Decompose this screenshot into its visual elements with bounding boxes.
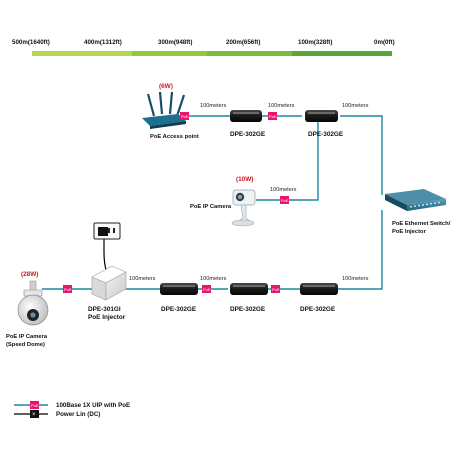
ip-camera-icon [231, 189, 256, 227]
top-segment-3-distance: 100meters [342, 103, 369, 109]
bottom-extender-3: DPE-302GE [300, 283, 338, 313]
injector-label-line2: PoE Injector [88, 314, 126, 321]
ruler-label-100m: 100m(328ft) [298, 39, 332, 46]
legend-power-label: Power Lin (DC) [56, 411, 100, 418]
ip-camera-label: PoE IP Camera [190, 204, 232, 210]
bottom-extender-3-label: DPE-302GE [300, 306, 336, 313]
ruler-bar-segment-3 [207, 51, 292, 56]
distance-ruler: 500m(1640ft) 400m(1312ft) 300m(948ft) 20… [12, 39, 395, 56]
ethernet-cables [42, 115, 383, 290]
wall-outlet [93, 222, 121, 240]
ip-camera: (10W) 100meters PoE IP Camera [190, 176, 297, 227]
ip-camera-power-label: (10W) [236, 176, 253, 183]
top-extender-1: DPE-302GE [230, 110, 266, 138]
ruler-bar-segment-4 [292, 51, 392, 56]
legend-ethernet: PoE 100Base 1X UIP with PoE [14, 401, 130, 409]
cable-camera-to-top-chain [256, 116, 319, 201]
power-adapter-icon [98, 227, 108, 236]
bottom-extender-2-label: DPE-302GE [230, 306, 266, 313]
poe-tags: PoE PoE PoE PoE PoE PoE [63, 112, 289, 293]
ap-label: PoE Access point [150, 134, 199, 140]
power-cord [103, 236, 107, 271]
legend-ethernet-label: 100Base 1X UIP with PoE [56, 402, 130, 409]
bottom-extender-1: DPE-302GE [160, 283, 198, 313]
switch-label-line2: PoE Injector [392, 229, 427, 235]
ruler-bar-segment-1 [32, 51, 132, 56]
top-segment-1-distance: 100meters [200, 103, 227, 109]
dome-power-label: (28W) [21, 271, 38, 278]
ruler-label-400m: 400m(1312ft) [84, 39, 122, 46]
ruler-bar-segment-2 [132, 51, 207, 56]
cable-ext2-to-switch [340, 115, 383, 195]
bottom-segment-3-distance: 100meters [342, 276, 369, 282]
legend-power-cross-icon: × [32, 412, 36, 418]
legend: PoE 100Base 1X UIP with PoE × Power Lin … [14, 401, 130, 418]
ap-power-label: (6W) [159, 83, 173, 90]
injector-label-line1: DPE-301GI [88, 306, 121, 313]
top-extender-2: DPE-302GE [305, 110, 344, 138]
legend-power: × Power Lin (DC) [14, 410, 100, 418]
injector-icon [91, 265, 127, 301]
poe-tag-dome: PoE [63, 285, 72, 293]
svg-text:PoE: PoE [281, 198, 289, 203]
switch-icon [385, 189, 446, 211]
ruler-label-500m: 500m(1640ft) [12, 39, 50, 46]
bottom-extender-2: DPE-302GE [230, 283, 268, 313]
svg-text:PoE: PoE [272, 287, 280, 292]
svg-text:PoE: PoE [64, 287, 72, 292]
switch-label-line1: PoE Ethernet Switch/ [392, 221, 451, 227]
bottom-segment-1-distance: 100meters [129, 276, 156, 282]
dome-label-line2: (Speed Dome) [6, 342, 45, 348]
bottom-extender-1-label: DPE-302GE [161, 306, 197, 313]
svg-text:PoE: PoE [203, 287, 211, 292]
ruler-label-200m: 200m(656ft) [226, 39, 260, 46]
poe-injector: DPE-301GI PoE Injector [88, 265, 127, 321]
svg-text:PoE: PoE [269, 114, 277, 119]
poe-switch: PoE Ethernet Switch/ PoE Injector [385, 189, 451, 235]
power-line [103, 236, 107, 271]
bottom-segment-2-distance: 100meters [200, 276, 227, 282]
poe-tag-bottom-ext1: PoE [202, 285, 211, 293]
access-point: (6W) PoE Access point [142, 83, 199, 140]
cable-ext3-to-switch [338, 210, 383, 290]
ruler-label-0m: 0m(0ft) [374, 39, 395, 46]
top-extender-1-label: DPE-302GE [230, 131, 266, 138]
top-segment-2-distance: 100meters [268, 103, 295, 109]
poe-tag-bottom-ext2: PoE [271, 285, 280, 293]
poe-tag-camera: PoE [280, 196, 289, 204]
camera-branch-distance: 100meters [270, 187, 297, 193]
svg-text:PoE: PoE [181, 114, 189, 119]
poe-tag-top-ext1-out: PoE [268, 112, 277, 120]
speed-dome-camera: (28W) PoE IP Camera (Speed Dome) [6, 271, 49, 348]
top-extender-2-label: DPE-302GE [308, 131, 344, 138]
dome-label-line1: PoE IP Camera [6, 334, 48, 340]
poe-tag-ap: PoE [180, 112, 189, 120]
speed-dome-icon [17, 280, 49, 326]
ruler-label-300m: 300m(948ft) [158, 39, 192, 46]
svg-text:PoE: PoE [31, 403, 39, 408]
access-point-icon [142, 91, 186, 129]
